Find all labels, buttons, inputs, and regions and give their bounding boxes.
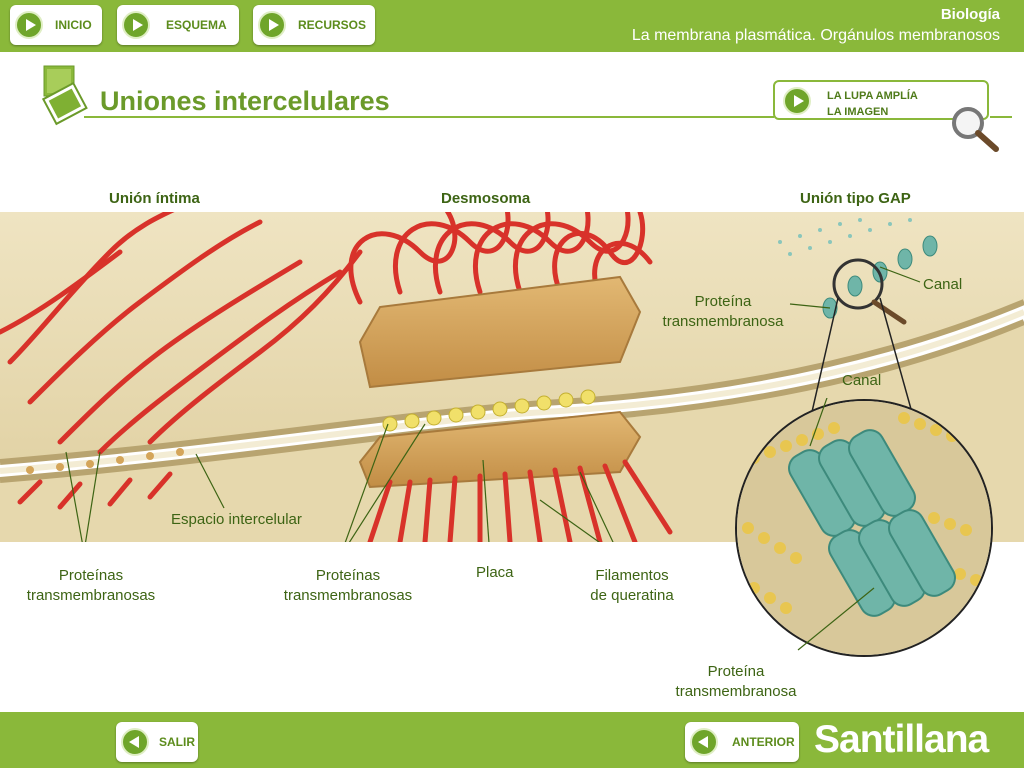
- magnifier-icon[interactable]: [948, 103, 1004, 155]
- inicio-button[interactable]: INICIO: [10, 5, 102, 45]
- santillana-logo: Santillana: [814, 718, 989, 761]
- label-proteinas-left-line2: transmembranosas: [26, 587, 156, 604]
- lupa-text: LA LUPA AMPLÍA LA IMAGEN: [827, 88, 918, 120]
- label-proteinas-middle-line1: Proteínas: [315, 567, 381, 584]
- anterior-button[interactable]: ANTERIOR: [685, 722, 799, 762]
- recursos-label: RECURSOS: [298, 18, 367, 32]
- lupa-button[interactable]: LA LUPA AMPLÍA LA IMAGEN: [773, 80, 989, 120]
- title-underline-right: [990, 116, 1012, 118]
- topic-title: La membrana plasmática. Orgánulos membra…: [631, 27, 1000, 44]
- page-title: Uniones intercelulares: [100, 86, 390, 116]
- salir-button[interactable]: SALIR: [116, 722, 198, 762]
- title-underline: [84, 116, 774, 118]
- label-espacio-intercelular: Espacio intercelular: [171, 511, 302, 528]
- label-proteina-bottom: Proteína transmembranosa: [667, 662, 805, 702]
- heading-union-gap: Unión tipo GAP: [800, 190, 911, 207]
- label-canal-zoom: Canal: [842, 372, 882, 389]
- subject-title: Biología: [940, 6, 1000, 23]
- label-proteinas-left-line1: Proteínas: [58, 567, 124, 584]
- lupa-line-1: LA LUPA AMPLÍA: [827, 90, 918, 102]
- back-icon: [121, 728, 149, 756]
- label-filamentos: Filamentos de queratina: [584, 566, 680, 606]
- label-proteina-bottom-line1: Proteína: [707, 663, 765, 680]
- label-proteina-bottom-line2: transmembranosa: [675, 683, 797, 700]
- back-icon: [690, 728, 718, 756]
- label-proteina-top-line1: Proteína: [694, 293, 752, 310]
- label-filamentos-line1: Filamentos: [595, 567, 669, 584]
- label-proteinas-middle: Proteínas transmembranosas: [275, 566, 421, 606]
- anterior-label: ANTERIOR: [732, 735, 795, 749]
- section-icon: [41, 65, 88, 126]
- play-icon: [15, 11, 43, 39]
- label-proteinas-left: Proteínas transmembranosas: [18, 566, 164, 606]
- lupa-line-2: LA IMAGEN: [827, 106, 889, 118]
- label-filamentos-line2: de queratina: [590, 587, 674, 604]
- esquema-button[interactable]: ESQUEMA: [117, 5, 239, 45]
- zoomed-gap-channel: [735, 398, 993, 657]
- salir-label: SALIR: [159, 735, 195, 749]
- label-proteina-top: Proteína transmembranosa: [654, 292, 792, 332]
- inicio-label: INICIO: [55, 18, 92, 32]
- recursos-button[interactable]: RECURSOS: [253, 5, 375, 45]
- play-icon: [258, 11, 286, 39]
- esquema-label: ESQUEMA: [166, 18, 227, 32]
- label-proteina-top-line2: transmembranosa: [662, 313, 784, 330]
- bottom-bar: SALIR ANTERIOR: [0, 712, 1024, 768]
- label-proteinas-middle-line2: transmembranosas: [283, 587, 413, 604]
- play-icon: [122, 11, 150, 39]
- play-icon: [783, 87, 811, 115]
- label-placa: Placa: [476, 564, 514, 581]
- label-canal-top: Canal: [923, 276, 963, 293]
- heading-union-intima: Unión íntima: [109, 190, 200, 207]
- subject-header: Biología La membrana plasmática. Orgánul…: [632, 6, 1000, 45]
- top-bar: INICIO ESQUEMA RECURSOS Biología La memb…: [0, 0, 1024, 52]
- heading-desmosoma: Desmosoma: [441, 190, 531, 207]
